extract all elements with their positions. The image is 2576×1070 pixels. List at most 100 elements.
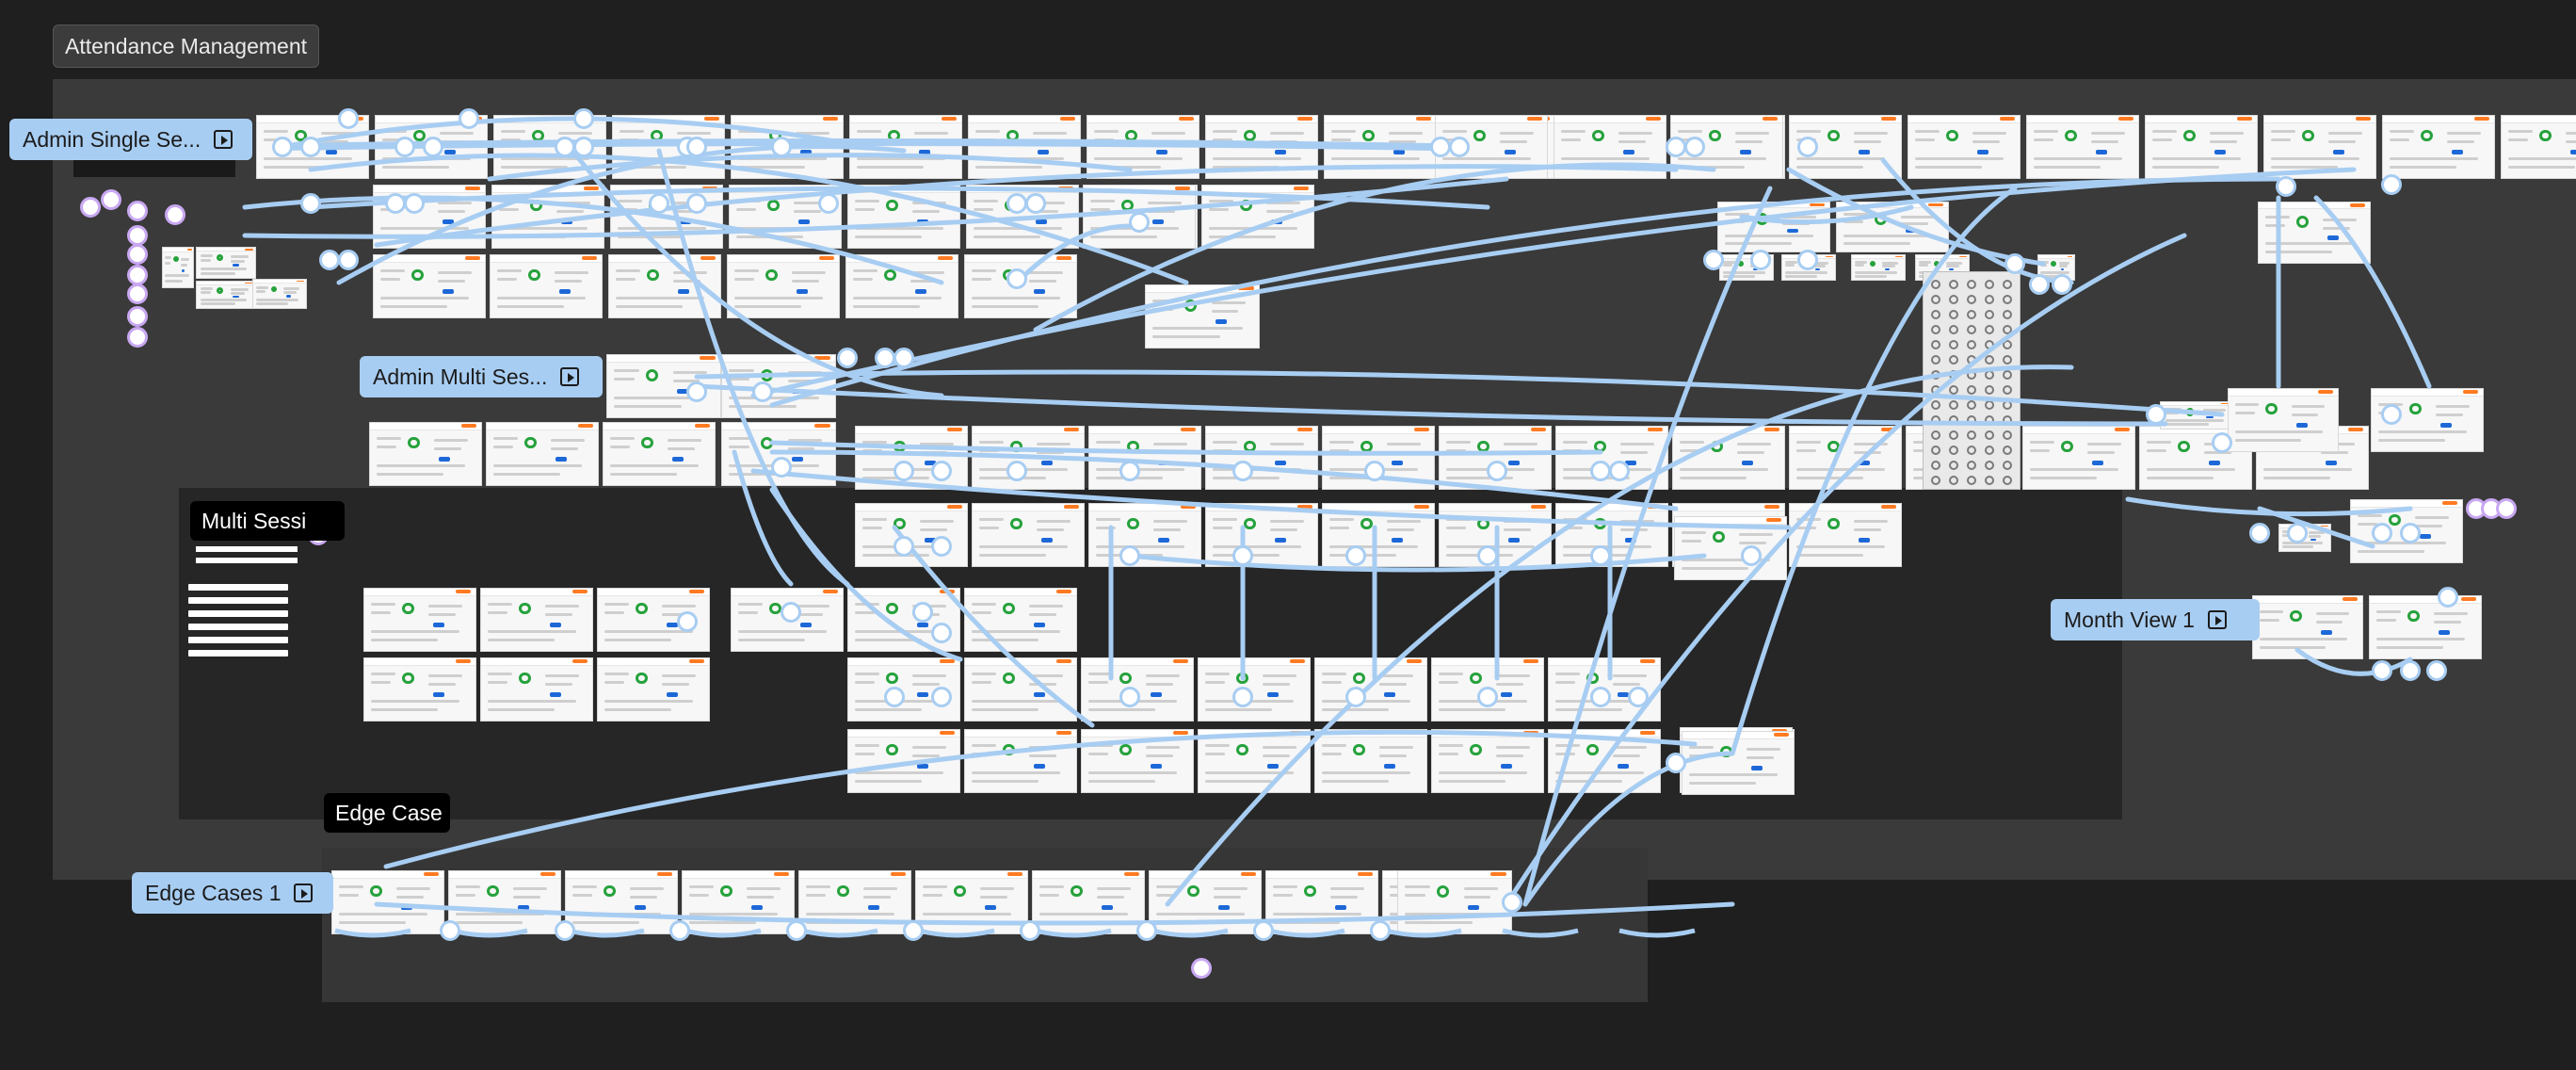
connection-node[interactable] — [1345, 545, 1366, 566]
prototype-link[interactable] — [732, 449, 794, 587]
prototype-link[interactable] — [1165, 365, 2074, 907]
screen-frame[interactable] — [1908, 115, 2021, 179]
connection-node[interactable] — [931, 687, 952, 707]
prototype-link[interactable] — [656, 148, 850, 587]
connection-node[interactable] — [931, 623, 952, 643]
prototype-link[interactable] — [1033, 162, 1716, 332]
connection-node[interactable] — [2287, 523, 2308, 543]
screen-frame[interactable] — [162, 247, 194, 288]
connection-node[interactable] — [459, 108, 479, 129]
connection-node[interactable] — [649, 193, 669, 214]
connection-node[interactable] — [1119, 687, 1140, 707]
comment-pin-icon[interactable] — [127, 244, 148, 265]
prototype-link[interactable] — [2313, 195, 2432, 389]
screen-frame[interactable] — [682, 870, 795, 934]
screen-frame[interactable] — [964, 588, 1077, 652]
screen-frame[interactable] — [603, 422, 716, 486]
connection-node[interactable] — [1449, 137, 1470, 157]
prototype-link[interactable] — [374, 901, 1735, 926]
connection-node[interactable] — [440, 920, 460, 941]
connection-node[interactable] — [1628, 687, 1649, 707]
prototype-link[interactable] — [1035, 928, 1112, 938]
prototype-link[interactable] — [1151, 928, 1229, 938]
prototype-link[interactable] — [2125, 496, 2413, 517]
connection-node[interactable] — [1666, 753, 1686, 773]
connection-node[interactable] — [1750, 250, 1771, 270]
screen-frame[interactable] — [252, 279, 307, 309]
prototype-link[interactable] — [694, 369, 2225, 417]
connection-node[interactable] — [1006, 461, 1027, 481]
screen-frame[interactable] — [845, 254, 958, 318]
screen-frame[interactable] — [2369, 595, 2482, 659]
screen-frame[interactable] — [331, 870, 444, 934]
prototype-link[interactable] — [242, 176, 1509, 239]
prototype-link[interactable] — [1618, 928, 1696, 938]
screen-frame[interactable] — [196, 281, 256, 309]
screen-frame[interactable] — [2022, 426, 2135, 490]
screen-frame[interactable] — [1397, 870, 1512, 934]
connection-node[interactable] — [2372, 523, 2392, 543]
connection-node[interactable] — [1006, 268, 1027, 289]
comment-pin-icon[interactable] — [80, 197, 101, 218]
connection-node[interactable] — [394, 137, 415, 157]
connection-node[interactable] — [884, 687, 905, 707]
connection-node[interactable] — [338, 250, 359, 270]
comment-pin-icon[interactable] — [127, 225, 148, 246]
prototype-link[interactable] — [769, 440, 1603, 456]
connection-node[interactable] — [555, 137, 575, 157]
connection-node[interactable] — [771, 137, 792, 157]
connection-node[interactable] — [1590, 461, 1611, 481]
connection-node[interactable] — [1590, 545, 1611, 566]
canvas-title-label[interactable]: Attendance Management — [53, 24, 320, 68]
prototype-link[interactable] — [684, 928, 762, 938]
connection-node[interactable] — [837, 348, 858, 368]
connection-node[interactable] — [423, 137, 443, 157]
prototype-link[interactable] — [487, 153, 1133, 182]
prototype-link[interactable] — [1504, 233, 2187, 907]
flow-label-edge-cases[interactable]: Edge Cases 1 — [132, 872, 333, 914]
connection-node[interactable] — [1797, 250, 1818, 270]
prototype-link[interactable] — [1522, 751, 1735, 907]
connection-node[interactable] — [931, 461, 952, 481]
connection-node[interactable] — [2381, 404, 2402, 425]
connection-node[interactable] — [2372, 660, 2392, 681]
prototype-link[interactable] — [1522, 186, 1773, 907]
comment-pin-icon[interactable] — [1191, 958, 1212, 979]
prototype-link[interactable] — [1268, 928, 1345, 938]
connection-node[interactable] — [1232, 687, 1253, 707]
connection-node[interactable] — [1119, 461, 1140, 481]
flow-label-admin-multi[interactable]: Admin Multi Ses... — [360, 356, 603, 397]
connection-node[interactable] — [1025, 193, 1046, 214]
screen-frame[interactable] — [565, 870, 678, 934]
flow-label-admin-single[interactable]: Admin Single Se... — [9, 119, 252, 160]
screen-frame[interactable] — [363, 657, 476, 721]
connection-node[interactable] — [894, 348, 914, 368]
prototype-link[interactable] — [694, 383, 2168, 427]
prototype-link[interactable] — [334, 928, 411, 938]
screen-frame[interactable] — [1789, 115, 1902, 179]
connection-node[interactable] — [2029, 274, 2050, 295]
connection-node[interactable] — [1370, 920, 1391, 941]
connection-node[interactable] — [300, 137, 321, 157]
connection-node[interactable] — [931, 536, 952, 557]
vertical-strip[interactable] — [1923, 271, 2021, 490]
prototype-link[interactable] — [918, 928, 995, 938]
comment-pin-icon[interactable] — [101, 189, 121, 210]
prototype-link[interactable] — [1014, 223, 1133, 285]
screen-frame[interactable] — [597, 657, 710, 721]
prototype-link[interactable] — [2294, 647, 2413, 676]
screen-frame[interactable] — [486, 422, 599, 486]
connection-node[interactable] — [2212, 432, 2232, 453]
screen-frame[interactable] — [369, 422, 482, 486]
connection-node[interactable] — [771, 457, 792, 478]
connection-node[interactable] — [894, 461, 914, 481]
connection-node[interactable] — [2276, 176, 2296, 197]
prototype-link[interactable] — [374, 164, 1679, 248]
prototype-link[interactable] — [1385, 928, 1462, 938]
comment-pin-icon[interactable] — [165, 204, 185, 225]
screen-frame[interactable] — [2501, 115, 2576, 179]
prototype-link[interactable] — [1730, 186, 2018, 756]
prototype-link[interactable] — [1739, 204, 1914, 225]
connection-node[interactable] — [2249, 523, 2270, 543]
